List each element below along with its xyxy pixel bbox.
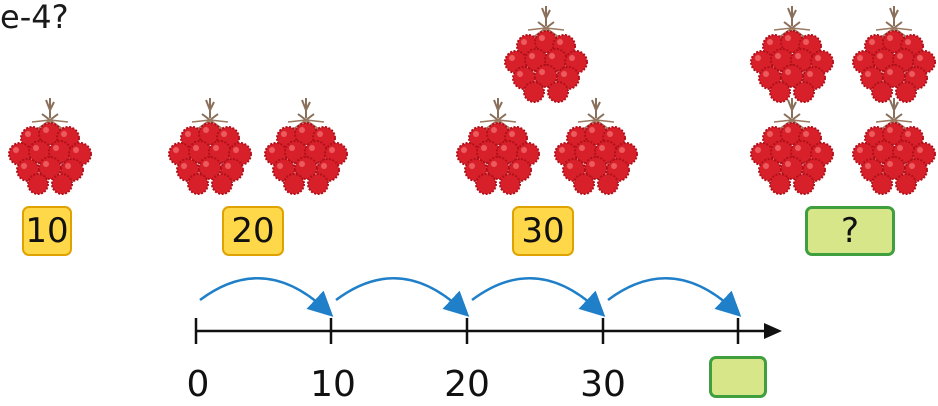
jump-arrow-icon [199, 277, 334, 317]
jump-arrow-icon [607, 277, 742, 317]
answer-box-groups[interactable]: ? [805, 206, 895, 256]
answer-box-number-line[interactable] [709, 356, 767, 398]
tick-label-30: 30 [580, 364, 626, 405]
jump-arrow-icon [335, 277, 470, 317]
jump-arrow-icon [471, 277, 606, 317]
axis-arrow-icon [764, 323, 782, 339]
group-label-20: 20 [222, 206, 284, 256]
group-label-10: 10 [22, 206, 72, 256]
tick-label-10: 10 [310, 364, 356, 405]
tick-label-20: 20 [444, 364, 490, 405]
tick-label-0: 0 [186, 364, 210, 405]
question-text: e-4? [0, 0, 69, 36]
group-label-30: 30 [512, 206, 574, 256]
